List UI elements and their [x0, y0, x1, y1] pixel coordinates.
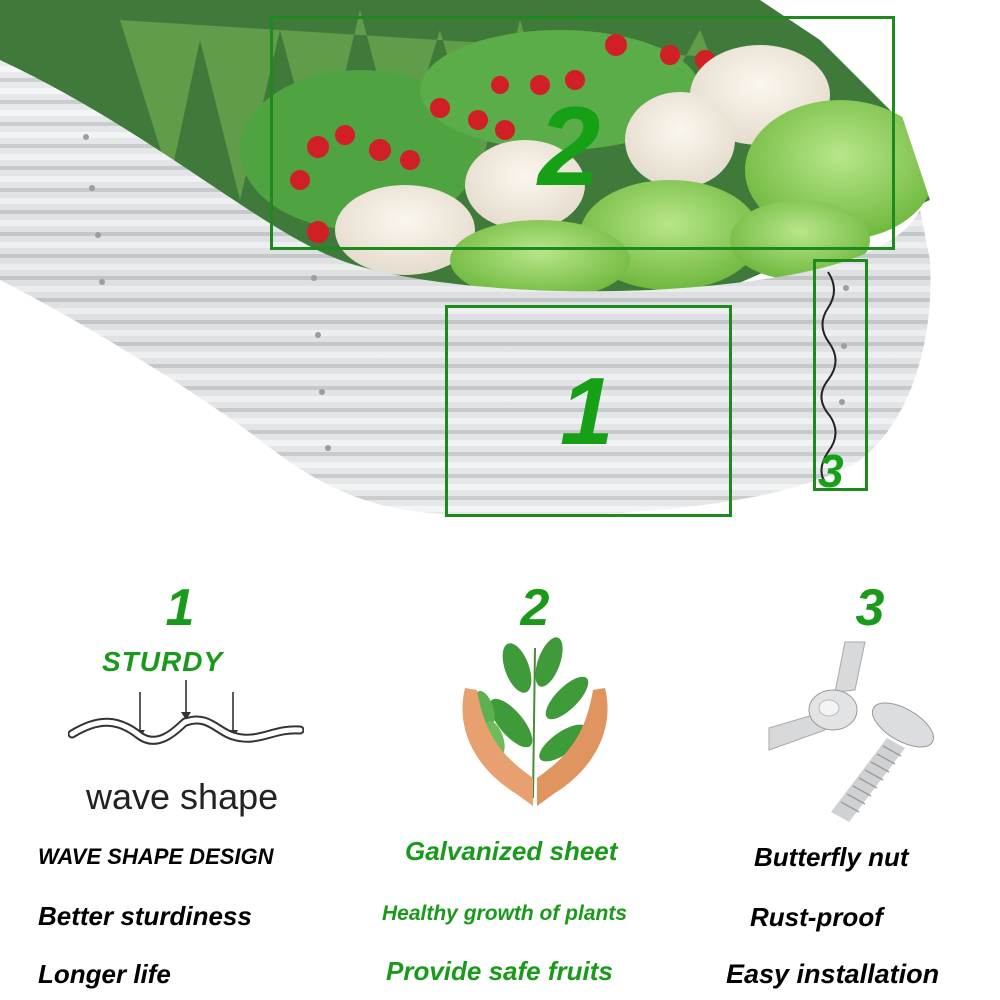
- feature-heading-sturdy: STURDY: [102, 646, 224, 677]
- callout-number-3: 3: [818, 445, 844, 497]
- wave-arrows-icon: [68, 680, 304, 745]
- feature-line: Provide safe fruits: [386, 956, 613, 986]
- feature-line: Galvanized sheet: [405, 836, 618, 866]
- feature-butterfly-nut: 3 Butterfly nut Rust-proof Easy installa…: [720, 560, 1000, 1000]
- feature-sturdy: 1 STURDY wave shape WAVE SHAPE DESIGN Be…: [0, 560, 360, 1000]
- callout-box-2: 2: [270, 16, 895, 250]
- feature-line: WAVE SHAPE DESIGN: [38, 844, 274, 869]
- wing-nut-bolt-icon: [768, 641, 935, 822]
- feature-line: Rust-proof: [750, 902, 883, 932]
- feature-number-3: 3: [855, 579, 885, 637]
- callout-number-2: 2: [538, 84, 601, 209]
- raised-garden-bed-photo: [0, 0, 935, 516]
- feature-line: Easy installation: [726, 959, 940, 989]
- plant-in-hands-icon: [462, 637, 608, 806]
- feature-galvanized: 2 Galvanized sheet Healthy growth of pla…: [360, 560, 720, 1000]
- callout-number-1: 1: [560, 358, 614, 465]
- feature-line: Healthy growth of plants: [382, 902, 628, 925]
- callout-box-3: 3: [813, 259, 868, 497]
- garden-bed-illustration: [0, 0, 935, 516]
- feature-line: Butterfly nut: [754, 842, 909, 872]
- feature-line: Better sturdiness: [38, 901, 252, 931]
- callout-box-1: 1: [445, 305, 732, 517]
- wave-shape-caption: wave shape: [86, 776, 279, 817]
- feature-number-2: 2: [520, 579, 550, 637]
- feature-line: Longer life: [38, 959, 171, 989]
- feature-number-1: 1: [165, 579, 195, 637]
